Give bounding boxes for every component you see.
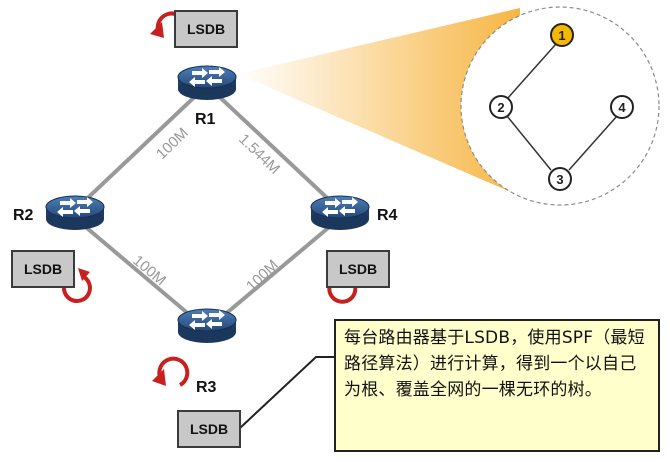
link-r2-r3 <box>73 216 206 329</box>
lsdb-r3: LSDB <box>177 410 241 448</box>
rotate-arrow-icon-r3 <box>157 356 190 387</box>
tree-node-4 <box>610 95 634 119</box>
callout-beam <box>238 8 520 196</box>
router-label-r2: R2 <box>13 207 34 224</box>
router-r2-icon <box>45 195 105 231</box>
link-r1-r4 <box>208 86 342 212</box>
tree-node-1 <box>550 23 574 47</box>
tree-edge-1-2 <box>506 43 557 100</box>
tree-edge-3-4 <box>568 115 618 171</box>
router-label-r1: R1 <box>195 111 216 128</box>
tree-node-3 <box>548 167 572 191</box>
router-r3-icon <box>177 308 237 344</box>
tree-node-2-label: 2 <box>497 100 504 115</box>
tree-node-2 <box>489 95 513 119</box>
tree-node-1-label: 1 <box>558 28 565 43</box>
tree-edge-2-3 <box>506 115 552 171</box>
router-label-r4: R4 <box>377 207 398 224</box>
router-label-r3: R3 <box>196 379 217 396</box>
rotate-arrow-icon-r2 <box>62 274 92 303</box>
lsdb-r2: LSDB <box>11 250 75 288</box>
router-r4-icon <box>310 195 370 231</box>
tree-node-4-label: 4 <box>618 100 626 115</box>
link-label-r4-r3: 100M <box>243 257 282 295</box>
link-label-r1-r4: 1.544M <box>235 131 283 178</box>
router-r1-icon <box>177 65 237 101</box>
tree-node-3-label: 3 <box>556 172 563 187</box>
link-r4-r3 <box>208 216 342 329</box>
link-r1-r2 <box>73 86 206 212</box>
explanation-note: 每台路由器基于LSDB，使用SPF（最短路径算法）进行计算，得到一个以自己为根、… <box>334 319 660 452</box>
note-connector <box>239 356 336 429</box>
arrow-head-r1 <box>150 22 164 38</box>
arrow-head-r3 <box>152 369 166 386</box>
lsdb-r4: LSDB <box>326 250 390 288</box>
spf-tree-circle <box>460 6 660 206</box>
arrow-head-r2 <box>78 268 90 281</box>
lsdb-r1: LSDB <box>174 10 238 48</box>
